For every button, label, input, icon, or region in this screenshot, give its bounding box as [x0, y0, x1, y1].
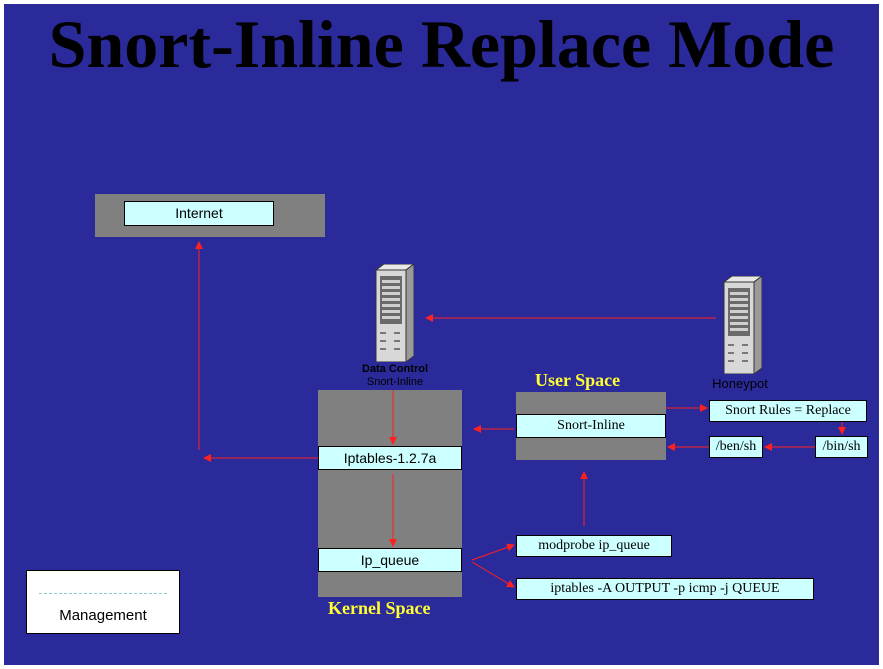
snort-inline-host-label: Snort-Inline: [366, 376, 424, 388]
snort-rules-node: Snort Rules = Replace: [709, 400, 867, 422]
iptables-node: Iptables-1.2.7a: [318, 446, 462, 470]
legend-dashed-line: [39, 593, 167, 594]
user-space-label: User Space: [535, 370, 621, 390]
internet-node: Internet: [124, 201, 274, 226]
legend-label: Management: [59, 607, 147, 624]
data-control-label: Data Control: [362, 363, 428, 375]
server-icon: [374, 264, 414, 362]
legend: Management: [26, 570, 180, 634]
honeypot-label: Honeypot: [712, 376, 768, 391]
iptables-cmd-node: iptables -A OUTPUT -p icmp -j QUEUE: [516, 578, 814, 600]
snort-inline-node: Snort-Inline: [516, 414, 666, 438]
slide-title: Snort-Inline Replace Mode: [48, 6, 835, 82]
kernel-space-label: Kernel Space: [328, 598, 431, 618]
arrow-ip-queue-to-modprobe: [471, 543, 515, 561]
modprobe-node: modprobe ip_queue: [516, 535, 672, 557]
flow-arrows: [195, 241, 846, 588]
server-icon: [722, 276, 762, 374]
arrow-ip-queue-to-iptables-cmd: [471, 561, 515, 588]
slide: Snort-Inline Replace Mode Internet Iptab…: [4, 4, 879, 665]
bin-sh-node: /bin/sh: [815, 436, 868, 458]
ben-sh-node: /ben/sh: [709, 436, 763, 458]
ip-queue-node: Ip_queue: [318, 548, 462, 572]
